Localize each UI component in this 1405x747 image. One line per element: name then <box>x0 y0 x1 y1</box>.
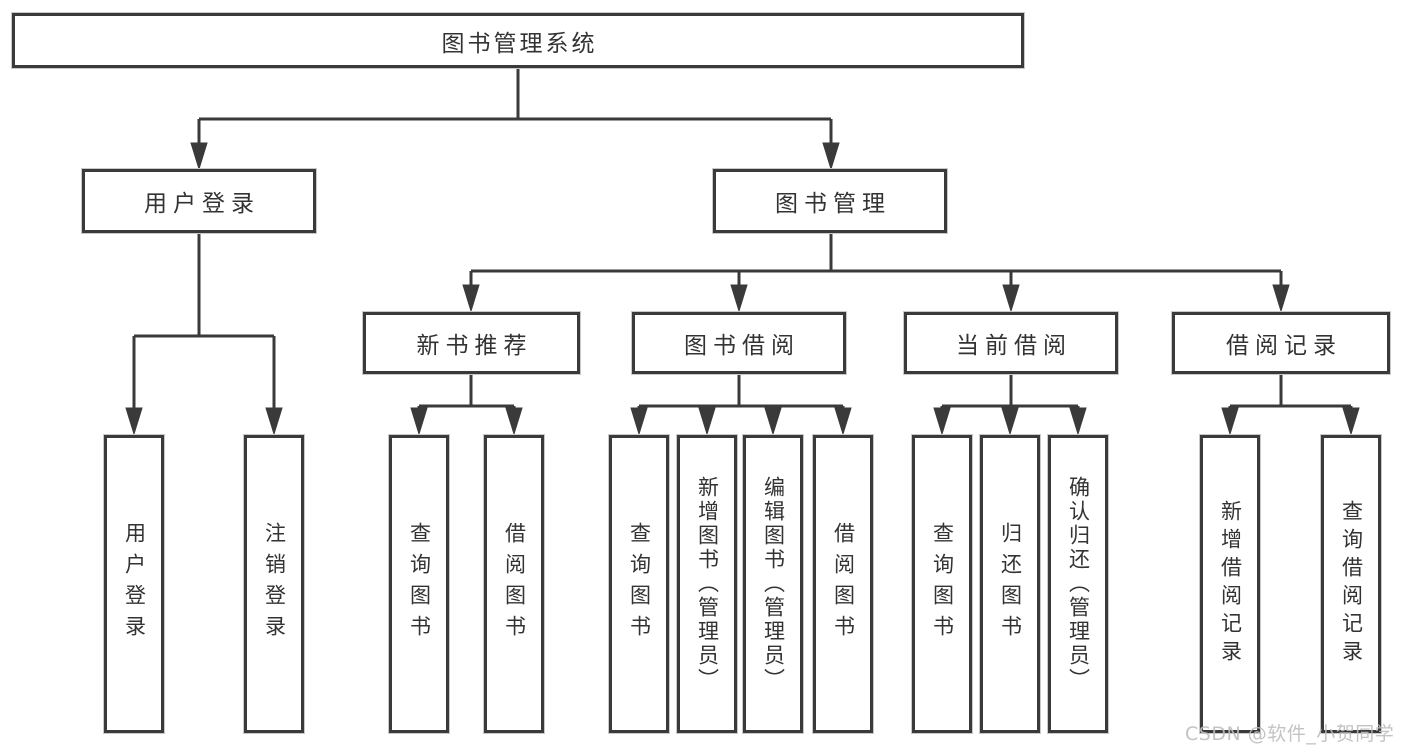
node-user-login-label: 用户登录 <box>144 191 260 217</box>
leaf-query-borrow-record: 查询借阅记录 <box>1321 435 1381 733</box>
leaf-confirm-return-admin: 确认归还（管理员） <box>1048 435 1108 733</box>
arrowhead <box>933 407 951 436</box>
node-book-borrowing-label: 图书借阅 <box>684 333 800 359</box>
leaf-user-login: 用户登录 <box>104 435 164 733</box>
leaf-borrow-books-recommend-label: 借阅图书 <box>502 522 527 646</box>
arrowhead <box>410 407 428 436</box>
node-book-borrowing: 图书借阅 <box>632 312 846 374</box>
arrowhead <box>1001 407 1019 436</box>
arrowhead <box>505 407 523 436</box>
leaf-add-book-admin-label: 新增图书（管理员） <box>695 476 720 692</box>
arrowhead <box>1272 284 1290 313</box>
arrowhead <box>764 407 782 436</box>
arrowhead <box>190 142 208 171</box>
leaf-add-borrow-record-label: 新增借阅记录 <box>1218 500 1243 668</box>
arrowhead <box>1342 407 1360 436</box>
node-current-borrowing: 当前借阅 <box>904 312 1118 374</box>
arrowhead <box>834 407 852 436</box>
node-borrowing-records: 借阅记录 <box>1172 312 1390 374</box>
csdn-watermark: CSDN @软件_小贺同学 <box>1185 723 1395 745</box>
leaf-query-books-borrowing: 查询图书 <box>609 435 669 733</box>
leaf-query-books-current: 查询图书 <box>912 435 972 733</box>
leaf-return-books: 归还图书 <box>980 435 1040 733</box>
leaf-confirm-return-admin-label: 确认归还（管理员） <box>1066 476 1091 692</box>
leaf-add-book-admin: 新增图书（管理员） <box>677 435 737 733</box>
leaf-query-books-current-label: 查询图书 <box>930 522 955 646</box>
node-new-book-recommendation-label: 新书推荐 <box>416 333 533 359</box>
leaf-query-books-recommend-label: 查询图书 <box>407 522 432 646</box>
arrowhead <box>698 407 716 436</box>
node-book-management-label: 图书管理 <box>775 191 891 217</box>
leaf-logout-label: 注销登录 <box>262 522 287 646</box>
node-borrowing-records-label: 借阅记录 <box>1226 333 1342 359</box>
arrowhead <box>1221 407 1239 436</box>
node-current-borrowing-label: 当前借阅 <box>956 333 1072 359</box>
arrowhead <box>125 407 143 436</box>
leaf-borrow-books-borrowing: 借阅图书 <box>813 435 873 733</box>
arrowhead <box>630 407 648 436</box>
leaf-query-borrow-record-label: 查询借阅记录 <box>1339 500 1364 668</box>
leaf-edit-book-admin: 编辑图书（管理员） <box>743 435 803 733</box>
leaf-user-login-label: 用户登录 <box>122 522 147 646</box>
leaf-logout: 注销登录 <box>244 435 304 733</box>
leaf-query-books-recommend: 查询图书 <box>389 435 449 733</box>
leaf-edit-book-admin-label: 编辑图书（管理员） <box>761 476 786 692</box>
leaf-query-books-borrowing-label: 查询图书 <box>627 522 652 646</box>
arrowhead <box>730 284 748 313</box>
node-root: 图书管理系统 <box>12 13 1024 68</box>
node-root-label: 图书管理系统 <box>441 30 598 57</box>
arrowhead <box>1069 407 1087 436</box>
node-user-login: 用户登录 <box>82 169 316 233</box>
arrowhead <box>822 142 840 171</box>
leaf-borrow-books-borrowing-label: 借阅图书 <box>831 522 856 646</box>
leaf-return-books-label: 归还图书 <box>998 522 1023 646</box>
arrowhead <box>462 284 480 313</box>
node-new-book-recommendation: 新书推荐 <box>363 312 580 374</box>
node-book-management: 图书管理 <box>713 169 947 233</box>
arrowhead <box>1002 284 1020 313</box>
leaf-add-borrow-record: 新增借阅记录 <box>1200 435 1260 733</box>
arrowhead <box>265 407 283 436</box>
leaf-borrow-books-recommend: 借阅图书 <box>484 435 544 733</box>
